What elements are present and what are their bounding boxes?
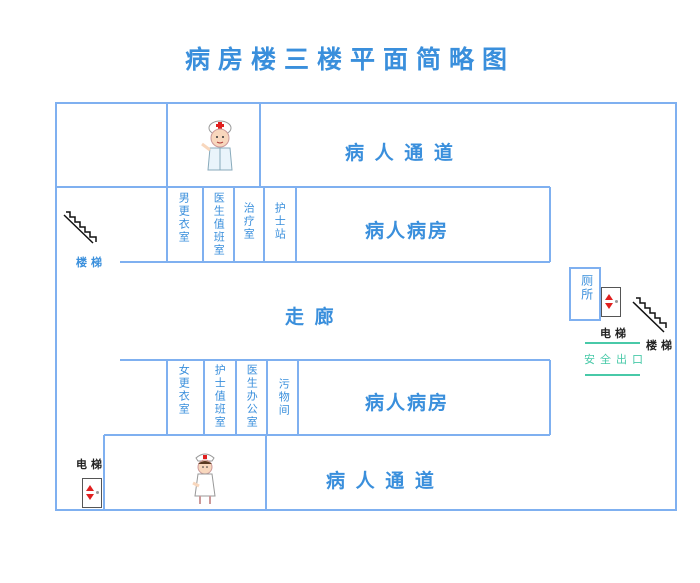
stairs-right-label: 楼梯 bbox=[646, 339, 676, 352]
diagram-title: 病房楼三楼平面简略图 bbox=[184, 45, 515, 74]
bottom-passage-label: 病 人 通 道 bbox=[326, 470, 436, 492]
stairs-icon bbox=[63, 211, 97, 244]
exit-label: 安全出口 bbox=[584, 353, 648, 366]
elevator-icon bbox=[82, 478, 102, 508]
doctor-icon bbox=[201, 120, 233, 171]
elevator-left-label: 电梯 bbox=[76, 458, 106, 471]
top-passage-label: 病 人 通 道 bbox=[345, 142, 455, 164]
room-male-changing: 男更衣室 bbox=[177, 192, 191, 244]
room-doctor-office: 医生办公室 bbox=[245, 364, 259, 429]
corridor-label: 走 廊 bbox=[285, 306, 336, 328]
room-dirty-utility: 污物间 bbox=[277, 378, 291, 417]
building-outline bbox=[55, 102, 677, 511]
room-doctor-duty: 医生值班室 bbox=[212, 192, 226, 257]
stairs-icon bbox=[632, 297, 667, 333]
nurse-icon bbox=[192, 453, 216, 504]
room-nurse-station: 护士站 bbox=[273, 202, 287, 241]
ward-upper-label: 病人病房 bbox=[365, 220, 450, 242]
stairs-left-label: 楼梯 bbox=[76, 256, 106, 269]
ward-lower-label: 病人病房 bbox=[365, 392, 450, 414]
room-female-changing: 女更衣室 bbox=[177, 364, 191, 416]
elevator-icon bbox=[601, 287, 621, 317]
room-treatment: 治疗室 bbox=[242, 202, 256, 241]
toilet-box bbox=[569, 267, 601, 321]
room-nurse-duty: 护士值班室 bbox=[213, 364, 227, 429]
toilet-label: 厕所 bbox=[579, 274, 594, 302]
elevator-right-label: 电梯 bbox=[600, 327, 630, 340]
